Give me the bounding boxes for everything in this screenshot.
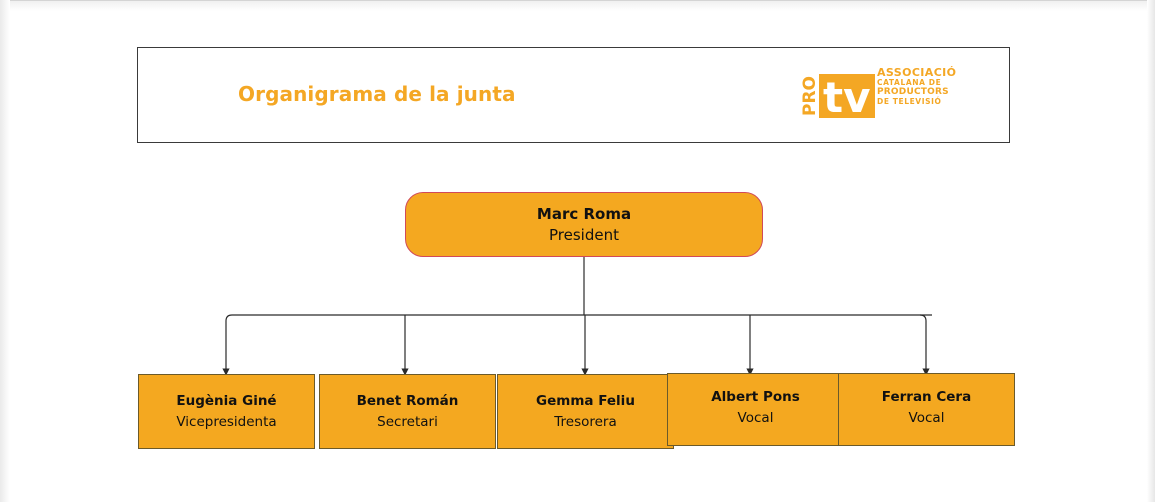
protv-logo-mark-icon: PRO tv [800, 73, 875, 122]
node-name: Marc Roma [536, 205, 632, 223]
page-right-edge [1147, 0, 1155, 502]
org-node-vocal-1: Albert Pons Vocal [667, 373, 844, 446]
node-name: Albert Pons [711, 389, 800, 405]
node-role: Vicepresidenta [176, 414, 277, 430]
node-role: Vocal [908, 410, 945, 426]
logo-line-2: CATALANA DE [877, 78, 942, 87]
node-name: Gemma Feliu [536, 393, 635, 409]
logo-line-1: ASSOCIACIÓ [877, 66, 957, 79]
node-role: President [549, 226, 619, 244]
logo-mark-left: PRO [801, 76, 820, 116]
org-node-president: Marc Roma President [405, 192, 763, 257]
node-role: Secretari [377, 414, 438, 430]
node-role: Vocal [737, 410, 774, 426]
org-node-vicepresidenta: Eugènia Giné Vicepresidenta [138, 374, 315, 449]
org-node-secretari: Benet Román Secretari [319, 374, 496, 449]
association-logo: PRO tv ASSOCIACIÓ CATALANA DE PRODUCTORS… [800, 64, 961, 122]
org-node-vocal-2: Ferran Cera Vocal [838, 373, 1015, 446]
node-name: Ferran Cera [881, 389, 972, 405]
page-top-edge [0, 0, 1155, 11]
logo-line-4: DE TELEVISIÓ [877, 97, 942, 106]
org-node-tresorera: Gemma Feliu Tresorera [497, 374, 674, 449]
logo-mark-main: tv [823, 73, 870, 122]
connector-drop-1 [222, 314, 233, 376]
node-name: Benet Román [356, 393, 459, 409]
logo-text: ASSOCIACIÓ CATALANA DE PRODUCTORS DE TEL… [877, 67, 956, 106]
node-name: Eugènia Giné [176, 393, 277, 409]
node-role: Tresorera [554, 414, 617, 430]
header-box: Organigrama de la junta PRO tv ASSOCIACI… [137, 47, 1010, 143]
connector-drop-5 [919, 314, 930, 376]
page-left-edge [0, 0, 10, 502]
page-title: Organigrama de la junta [238, 82, 516, 106]
logo-line-3: PRODUCTORS [877, 87, 949, 97]
